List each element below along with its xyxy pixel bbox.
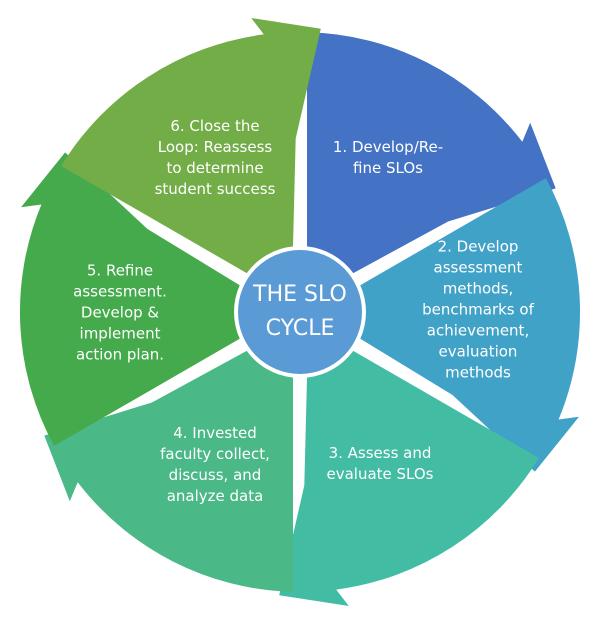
segment-1-label: 1. Develop/Re- fine SLOs bbox=[332, 138, 444, 177]
cycle-title: THE SLO CYCLE bbox=[253, 282, 347, 341]
cycle-segment-1 bbox=[307, 32, 556, 274]
segment-4-label: 4. Invested faculty collect, discuss, an… bbox=[160, 424, 270, 505]
segment-5-label: 5. Refine assessment. Develop & implemen… bbox=[73, 261, 167, 364]
cycle-segment-2 bbox=[360, 178, 581, 472]
segment-2-label: 2. Develop assessment methods, benchmark… bbox=[422, 237, 534, 382]
segment-6-label: 6. Close the Loop: Reassess to determine… bbox=[154, 117, 276, 198]
cycle-segment-4 bbox=[44, 350, 293, 592]
cycle-segment-6 bbox=[61, 18, 321, 274]
cycle-segment-3 bbox=[279, 350, 539, 606]
cycle-segment-5 bbox=[19, 152, 240, 446]
segment-3-label: 3. Assess and evaluate SLOs bbox=[326, 444, 434, 483]
center-circle bbox=[238, 250, 362, 374]
